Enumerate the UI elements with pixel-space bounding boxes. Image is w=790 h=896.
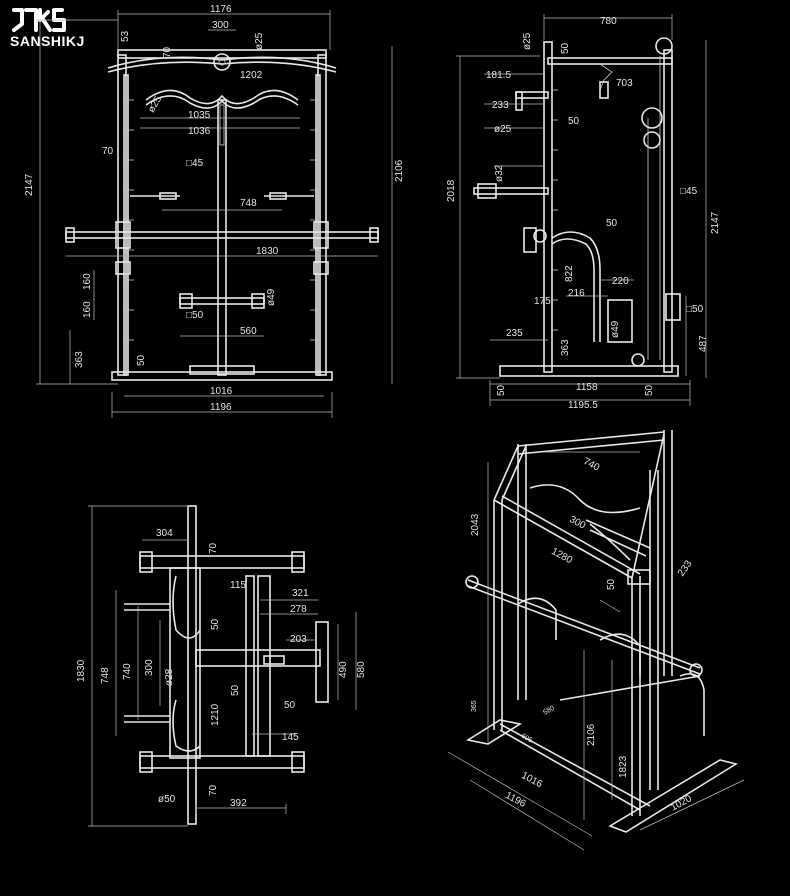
dim-label: 181.5	[486, 70, 511, 81]
side-view-labels: 780 ø25 50 181.5 703 233 50 ø25 ø32 □45 …	[446, 16, 721, 411]
dim-label: ø25	[254, 32, 265, 50]
isometric-view: 740 2043 300 1280 50 233 365 580 605 210…	[447, 430, 745, 851]
dim-label: 1016	[519, 770, 544, 790]
dim-label: 216	[568, 288, 585, 299]
dim-label: 203	[290, 634, 307, 645]
side-view: 780 ø25 50 181.5 703 233 50 ø25 ø32 □45 …	[446, 14, 721, 411]
brand-logo: SANSHIKJ	[10, 8, 85, 49]
dim-label: 490	[338, 661, 349, 678]
dim-label: ø28	[164, 668, 175, 686]
dim-label: 321	[292, 588, 309, 599]
dim-label: □45	[186, 158, 204, 169]
dim-label: 1016	[210, 386, 233, 397]
dim-label: □50	[686, 304, 704, 315]
dim-label: 300	[567, 514, 587, 532]
dim-label: 605	[520, 733, 534, 745]
dim-label: 1195.5	[568, 400, 598, 411]
dim-label: 748	[100, 667, 111, 684]
dim-label: 1210	[210, 703, 221, 726]
dim-label: 822	[564, 265, 575, 282]
brand-name: SANSHIKJ	[10, 33, 85, 49]
dim-label: ø25	[522, 32, 533, 50]
dim-label: 1280	[549, 546, 574, 566]
dim-label: ø50	[158, 794, 176, 805]
dim-label: 160	[82, 301, 93, 318]
dim-label: 53	[120, 30, 131, 42]
dim-label: ø49	[610, 320, 621, 338]
dim-label: 1036	[188, 126, 211, 137]
dim-label: 160	[82, 273, 93, 290]
dim-label: 50	[606, 218, 618, 229]
dim-label: 278	[290, 604, 307, 615]
dim-label: 70	[208, 542, 219, 554]
dim-label: 1823	[618, 755, 629, 778]
dim-label: 740	[581, 456, 601, 474]
dim-label: 50	[560, 42, 571, 54]
dim-label: 1158	[576, 382, 598, 393]
dim-label: 2043	[470, 513, 481, 536]
dim-label: 1830	[256, 246, 279, 257]
dim-label: 2106	[394, 159, 405, 182]
dim-label: 2106	[586, 723, 597, 746]
dim-label: 2147	[710, 211, 721, 234]
dim-label: 1830	[76, 659, 87, 682]
dim-label: 580	[356, 661, 367, 678]
dim-label: 1035	[188, 110, 211, 121]
dim-label: 363	[560, 339, 571, 356]
dim-label: 300	[212, 20, 229, 31]
front-view-labels: 1176 300 53 70 ø25 1202 ø25 1035 1036 70…	[24, 4, 405, 413]
dim-label: ø32	[494, 164, 505, 182]
dim-label: 560	[240, 326, 257, 337]
front-view: 1176 300 53 70 ø25 1202 ø25 1035 1036 70…	[24, 4, 405, 418]
dim-label: 1196	[210, 402, 232, 413]
dim-label: 70	[162, 46, 173, 58]
dim-label: 233	[676, 558, 695, 578]
top-view: 304 70 115 321 278 50 203 748 740 300 ø2…	[76, 505, 367, 827]
dim-label: 363	[74, 351, 85, 368]
dim-label: 748	[240, 198, 257, 209]
dim-label: 70	[102, 146, 114, 157]
dim-label: 1202	[240, 70, 263, 81]
dim-label: 145	[282, 732, 299, 743]
top-view-labels: 304 70 115 321 278 50 203 748 740 300 ø2…	[76, 528, 367, 809]
dim-label: 220	[612, 276, 629, 287]
dim-label: 70	[208, 784, 219, 796]
dim-label: 365	[471, 700, 478, 712]
dim-label: 50	[210, 618, 221, 630]
dim-label: 175	[534, 296, 551, 307]
dim-label: 487	[698, 335, 709, 352]
dim-label: 50	[606, 578, 617, 590]
dim-label: 580	[542, 705, 556, 717]
dim-label: 115	[230, 580, 246, 591]
dim-label: 2018	[446, 179, 457, 202]
dim-label: ø25	[494, 124, 512, 135]
dim-label: 1196	[503, 790, 528, 810]
dim-label: 780	[600, 16, 617, 27]
dim-label: 300	[144, 659, 155, 676]
isometric-view-labels: 740 2043 300 1280 50 233 365 580 605 210…	[470, 456, 695, 813]
dim-label: 50	[284, 700, 296, 711]
dim-label: 50	[496, 384, 507, 396]
dim-label: 392	[230, 798, 247, 809]
dim-label: 1176	[210, 4, 232, 15]
dim-label: 233	[492, 100, 509, 111]
dim-label: 50	[644, 384, 655, 396]
dim-label: 50	[568, 116, 580, 127]
dim-label: □45	[680, 186, 698, 197]
dim-label: 304	[156, 528, 173, 539]
dim-label: 703	[616, 78, 633, 89]
dim-label: 235	[506, 328, 523, 339]
dim-label: 50	[136, 354, 147, 366]
dim-label: 2147	[24, 173, 35, 196]
dim-label: □50	[186, 310, 204, 321]
dim-label: 50	[230, 684, 241, 696]
dim-label: 740	[122, 663, 133, 680]
dim-label: ø49	[266, 288, 277, 306]
